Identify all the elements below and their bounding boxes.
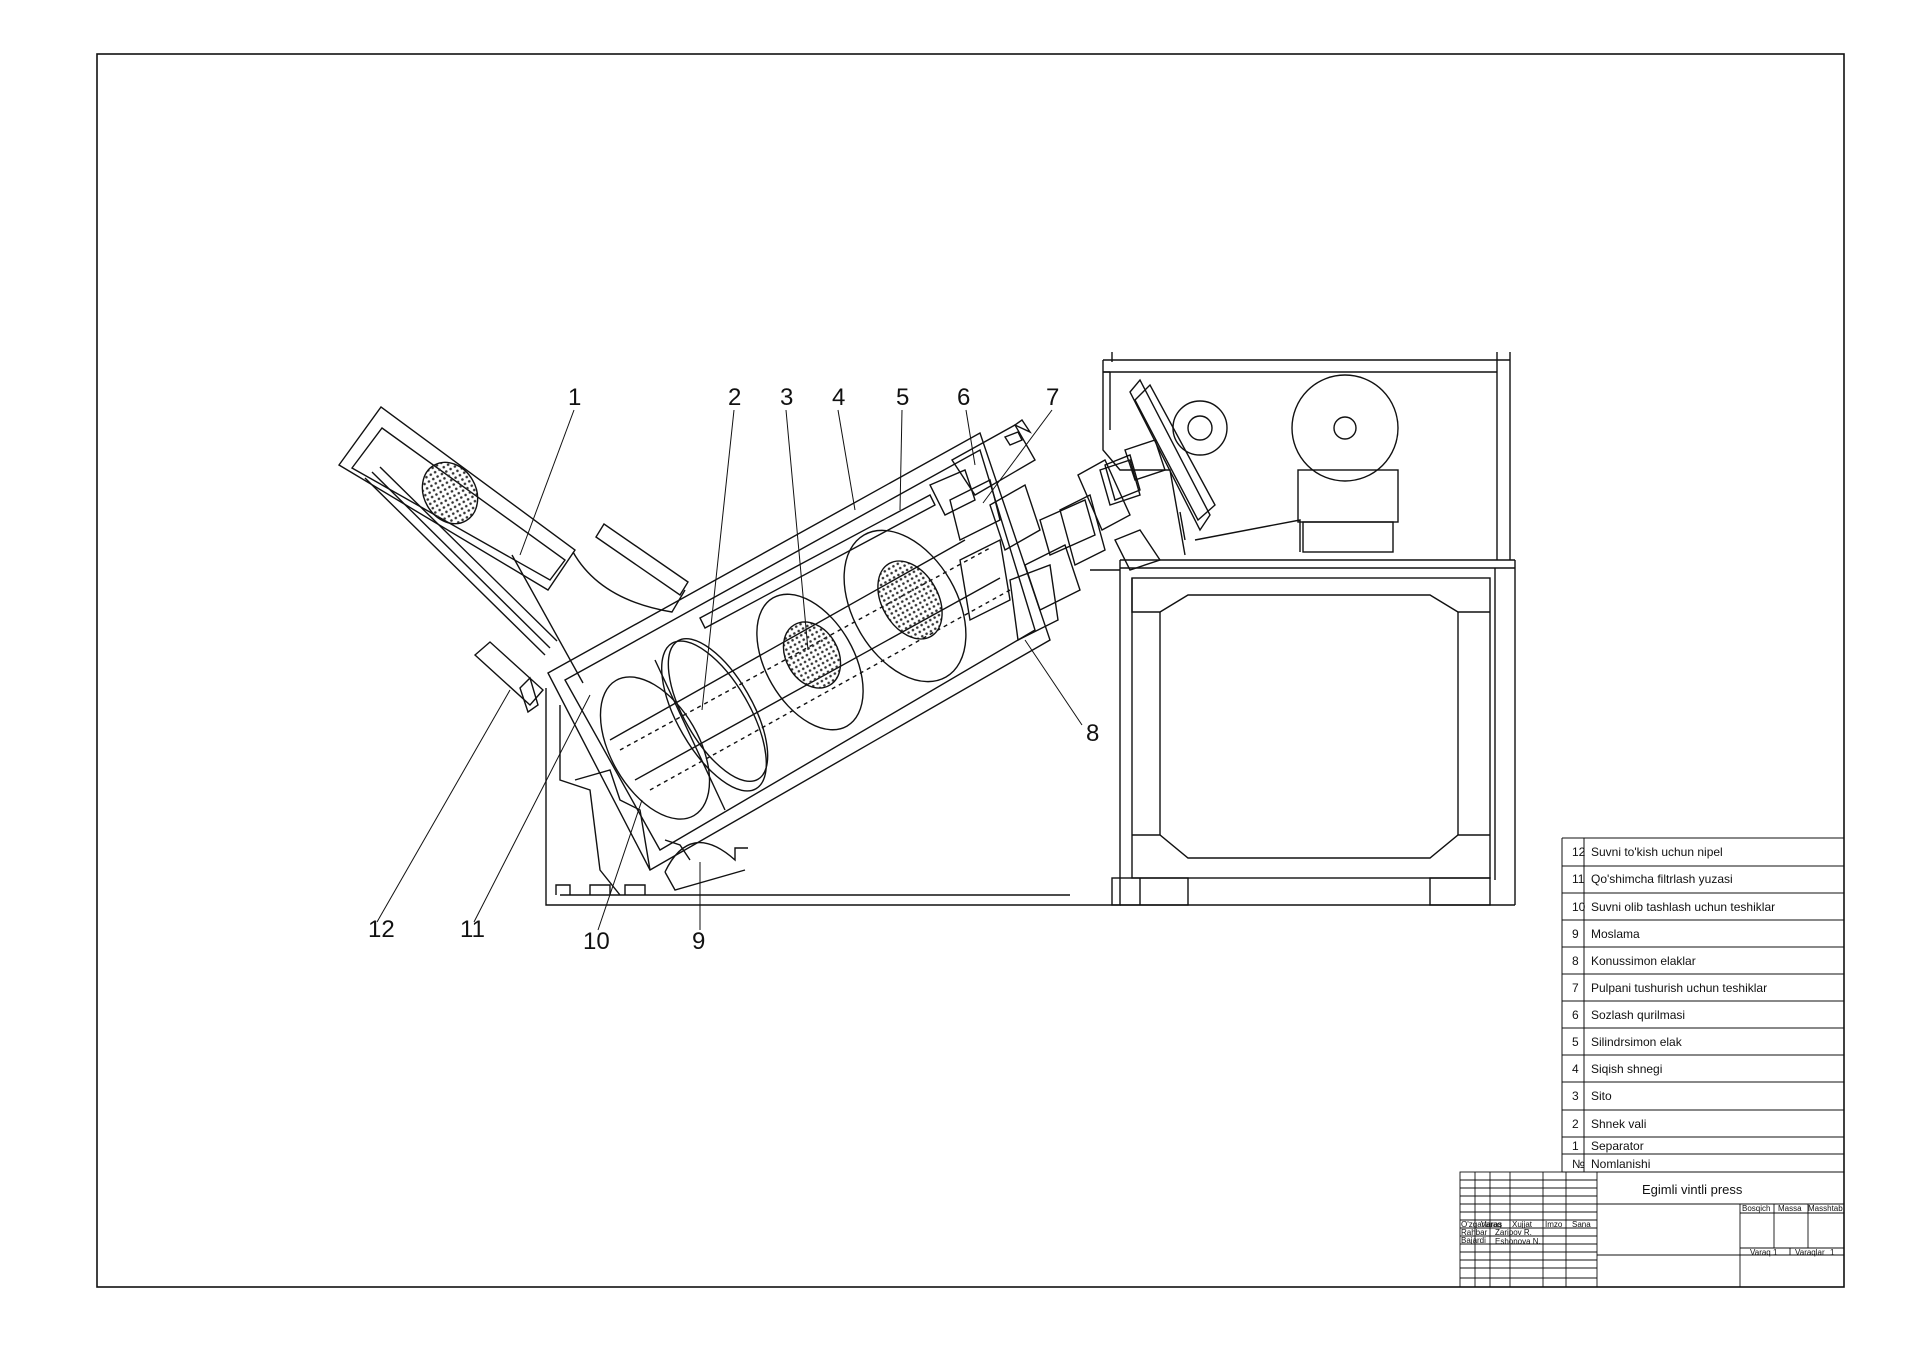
callout-12: 12 xyxy=(368,916,395,943)
sieve-mesh-large xyxy=(877,560,943,640)
part-number: 6 xyxy=(1572,1008,1579,1022)
callout-5: 5 xyxy=(896,384,910,411)
header-number: № xyxy=(1572,1157,1585,1171)
sieve-mesh-small xyxy=(782,621,842,689)
tb-sheets-total: 1 xyxy=(1830,1248,1835,1257)
tb-name-supervisor: Zaripov R. xyxy=(1495,1228,1532,1237)
part-name: Sozlash qurilmasi xyxy=(1591,1008,1686,1022)
tb-sheet-no: 1 xyxy=(1773,1248,1778,1257)
drawing-title: Egimli vintli press xyxy=(1642,1182,1743,1197)
tb-col-date: Sana xyxy=(1572,1220,1591,1229)
part-number: 9 xyxy=(1572,927,1579,941)
screw-flights xyxy=(599,529,967,820)
part-name: Qo'shimcha filtrlash yuzasi xyxy=(1591,872,1733,886)
part-number: 12 xyxy=(1572,845,1586,859)
callout-4: 4 xyxy=(832,384,846,411)
part-name: Sito xyxy=(1591,1089,1612,1103)
part-number: 1 xyxy=(1572,1139,1579,1153)
tb-scale: Masshtab xyxy=(1808,1204,1843,1213)
tb-role-author: Bajardi xyxy=(1461,1236,1486,1245)
leader-lines xyxy=(376,409,1083,931)
part-number: 8 xyxy=(1572,954,1579,968)
part-number: 10 xyxy=(1572,900,1586,914)
parts-list-table xyxy=(1561,560,1845,1173)
part-name: Silindrsimon elak xyxy=(1591,1035,1682,1049)
part-name: Konussimon elaklar xyxy=(1591,954,1696,968)
header-name: Nomlanishi xyxy=(1591,1157,1651,1171)
callout-2: 2 xyxy=(728,384,742,411)
callout-3: 3 xyxy=(780,384,794,411)
tb-mass: Massa xyxy=(1778,1204,1802,1213)
part-name: Suvni olib tashlash uchun teshiklar xyxy=(1591,900,1776,914)
separator-hopper xyxy=(337,406,689,714)
part-number: 3 xyxy=(1572,1089,1579,1103)
callout-6: 6 xyxy=(957,384,971,411)
part-name: Suvni to'kish uchun nipel xyxy=(1591,845,1723,859)
barrel-top-rib xyxy=(699,494,936,629)
tb-name-author: Eshonova N. xyxy=(1495,1237,1541,1246)
part-name: Siqish shnegi xyxy=(1591,1062,1663,1076)
tb-col-change: O'zgartaras xyxy=(1461,1220,1503,1229)
callout-10: 10 xyxy=(583,928,610,955)
part-name: Shnek vali xyxy=(1591,1117,1647,1131)
tb-role-supervisor: Rahbar xyxy=(1461,1228,1488,1237)
callout-7: 7 xyxy=(1046,384,1060,411)
drive-unit xyxy=(1099,352,1511,571)
title-block xyxy=(1459,1171,1845,1288)
adjusting-device xyxy=(951,419,1141,611)
part-name: Separator xyxy=(1591,1139,1644,1153)
support-frame xyxy=(545,559,1516,906)
part-number: 4 xyxy=(1572,1062,1579,1076)
callout-11: 11 xyxy=(460,916,485,943)
part-number: 2 xyxy=(1572,1117,1579,1131)
part-number: 7 xyxy=(1572,981,1579,995)
part-name: Moslama xyxy=(1591,927,1640,941)
part-name: Pulpani tushurish uchun teshiklar xyxy=(1591,981,1768,995)
part-number: 5 xyxy=(1572,1035,1579,1049)
callout-9: 9 xyxy=(692,928,706,955)
separator-mesh xyxy=(421,461,479,525)
tb-col-sheet: Varaq xyxy=(1481,1220,1502,1229)
part-number: 11 xyxy=(1572,872,1585,886)
drawing-frame xyxy=(96,53,1845,1288)
tb-sheets-label: Varaqlar xyxy=(1795,1248,1825,1257)
tb-stage: Bosqich xyxy=(1742,1204,1771,1213)
tb-col-sign: Imzo xyxy=(1545,1220,1563,1229)
tb-col-doc: Xujjat xyxy=(1512,1220,1533,1229)
callout-1: 1 xyxy=(568,384,582,411)
callout-8: 8 xyxy=(1086,720,1100,747)
tb-sheet-label: Varaq xyxy=(1750,1248,1771,1257)
